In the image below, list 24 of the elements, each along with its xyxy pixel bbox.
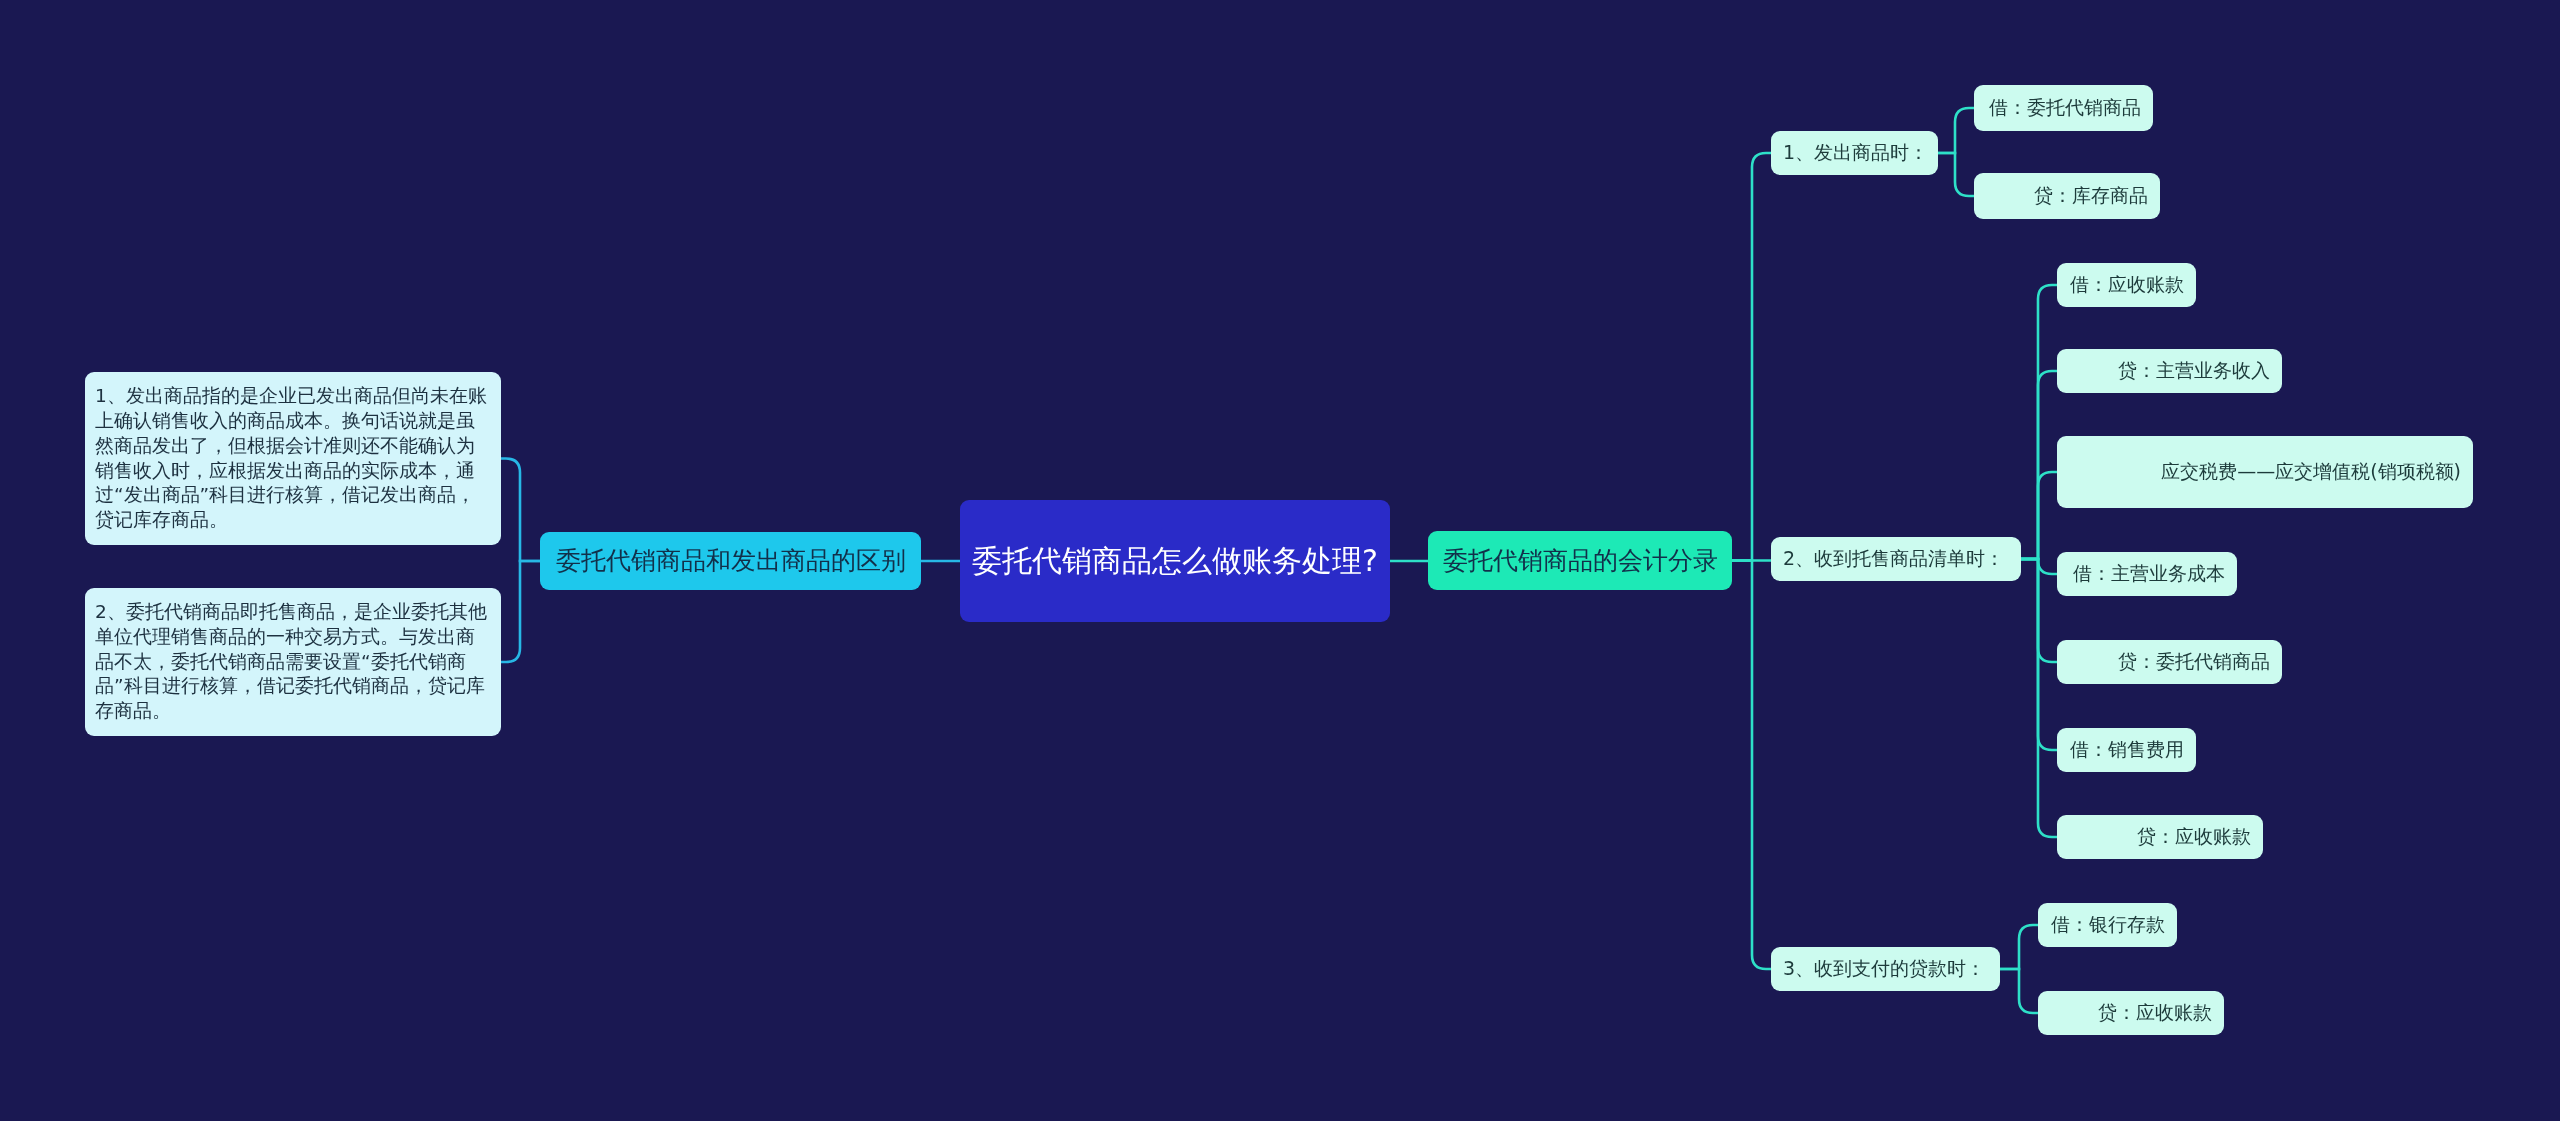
entry-box: 贷：委托代销商品 [2057,640,2282,684]
central-topic-box: 委托代销商品怎么做账务处理? [960,500,1390,622]
entry-box: 借：应收账款 [2057,263,2196,307]
connector-line [2021,557,2057,839]
entry-box: 借：银行存款 [2038,903,2177,947]
entry-box: 借：主营业务成本 [2057,552,2237,596]
topic-box: 委托代销商品和发出商品的区别 [540,532,921,590]
entry-box: 借：销售费用 [2057,728,2196,772]
subtopic-box: 3、收到支付的贷款时： [1771,947,2000,991]
subtopic-box: 2、收到托售商品清单时： [1771,537,2021,581]
connector-line [1938,151,1974,198]
subtopic-box: 1、发出商品时： [1771,131,1938,175]
entry-box: 贷：应收账款 [2057,815,2263,859]
entry-box: 应交税费——应交增值税(销项税额) [2057,436,2473,508]
description-box: 2、委托代销商品即托售商品，是企业委托其他单位代理销售商品的一种交易方式。与发出商品不太，委托代销商品需要设置“委托代销商品”科目进行核算，借记委托代销商品，贷记库存商品。 [85,588,501,736]
entry-box: 贷：主营业务收入 [2057,349,2282,393]
connector-line [2000,967,2038,1015]
entry-box: 贷：库存商品 [1974,173,2160,219]
entry-box: 借：委托代销商品 [1974,85,2153,131]
connector-line [921,559,960,563]
entry-box: 贷：应收账款 [2038,991,2224,1035]
connector-line [1390,559,1428,563]
topic-box: 委托代销商品的会计分录 [1428,531,1732,590]
description-box: 1、发出商品指的是企业已发出商品但尚未在账上确认销售收入的商品成本。换句话说就是虽然商品发出了，但根据会计准则还不能确认为销售收入时，应根据发出商品的实际成本，通过“发出商品”科目进行核算，借记发出商品，贷记库存商品。 [85,372,501,545]
